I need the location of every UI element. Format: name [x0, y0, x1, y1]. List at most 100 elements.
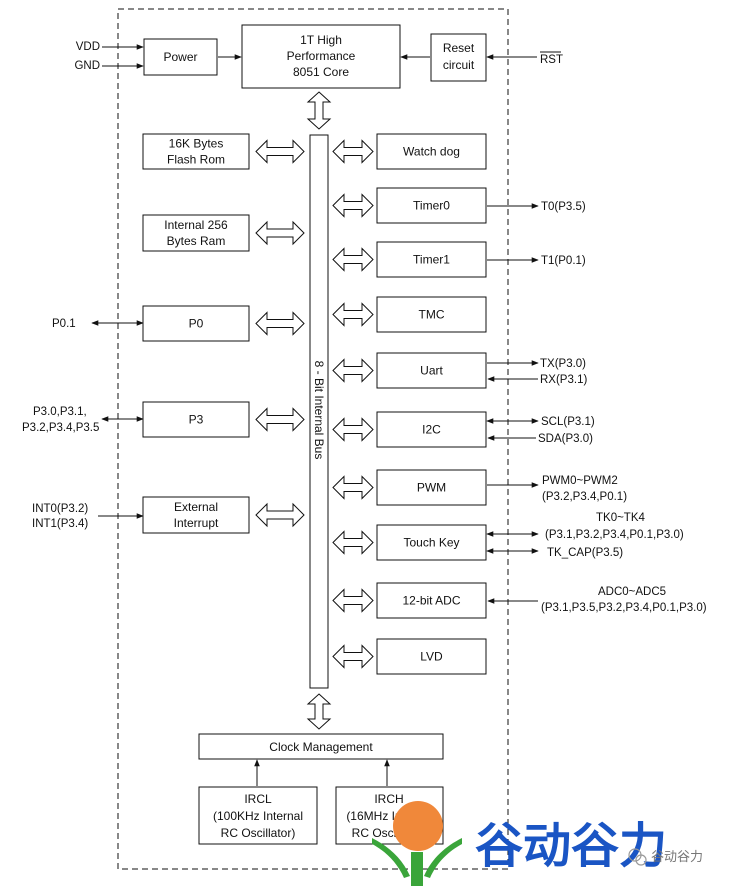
p0-label-1: P0 — [189, 317, 204, 331]
timer1-block: Timer1 — [376, 241, 487, 278]
rst-label: RST — [540, 54, 563, 66]
uart-label: Uart — [420, 364, 443, 378]
adc-block: 12-bit ADC — [376, 582, 487, 619]
tmc-bus-connector-icon — [332, 302, 374, 327]
timer1-bus-connector-icon — [332, 247, 374, 272]
ircl-block: IRCL (100KHz Internal RC Oscillator) — [198, 786, 318, 845]
i2c-label: I2C — [422, 423, 441, 437]
timer0-bus-connector-icon — [332, 193, 374, 218]
core-line-2: Performance — [287, 49, 356, 63]
power-label: Power — [163, 50, 197, 64]
flash-label-1: 16K Bytes — [169, 137, 224, 151]
watermark-badge-text: 谷动谷力 — [651, 850, 703, 865]
clock-label: Clock Management — [269, 740, 373, 754]
ram-label-1: Internal 256 — [164, 218, 228, 232]
clock-management-block: Clock Management — [198, 733, 444, 760]
ircl-line-1: IRCL — [244, 792, 272, 806]
pwm-block: PWM — [376, 469, 487, 506]
touchkey-block: Touch Key — [376, 524, 487, 561]
touchkey-ext-label-3: TK_CAP(P3.5) — [547, 547, 623, 559]
int1-label: INT1(P3.4) — [32, 518, 88, 530]
internal-bus — [309, 134, 329, 689]
touchkey-bus-connector-icon — [332, 530, 374, 555]
core-bus-connector-icon — [306, 91, 332, 130]
p3-block: P3 — [142, 401, 250, 438]
logo-leaf-left-icon — [372, 838, 410, 878]
rx-label: RX(P3.1) — [540, 374, 587, 386]
core-line-1: 1T High — [300, 33, 342, 47]
gnd-label: GND — [74, 60, 100, 72]
watchdog-label: Watch dog — [403, 145, 460, 159]
reset-line-1: Reset — [443, 41, 475, 55]
lvd-block: LVD — [376, 638, 487, 675]
core-line-3: 8051 Core — [293, 65, 349, 79]
bus-label: 8 - Bit Internal Bus — [312, 361, 326, 460]
bus-clock-connector-icon — [306, 693, 332, 730]
core-block: 1T High Performance 8051 Core — [241, 24, 401, 89]
p0-ext-label: P0.1 — [52, 318, 76, 330]
int0-label: INT0(P3.2) — [32, 503, 88, 515]
timer1-label: Timer1 — [413, 253, 450, 267]
uart-block: Uart — [376, 352, 487, 389]
pwm-ext-label-1: PWM0~PWM2 — [542, 475, 618, 487]
irch-line-1: IRCH — [374, 792, 403, 806]
tmc-block: TMC — [376, 296, 487, 333]
chip-boundary — [117, 8, 509, 870]
p3-ext-label-2: P3.2,P3.4,P3.5 — [22, 422, 99, 434]
watermark-text: 谷动谷力 — [475, 818, 667, 874]
flash-label-2: Flash Rom — [167, 153, 225, 167]
p3-label-1: P3 — [189, 413, 204, 427]
external-signal-arrows — [91, 203, 539, 786]
adc-ext-label-1: ADC0~ADC5 — [598, 586, 666, 598]
p0-bus-connector-icon — [255, 311, 305, 336]
touchkey-label: Touch Key — [403, 536, 459, 550]
touchkey-ext-label-1: TK0~TK4 — [596, 512, 646, 524]
timer0-label: Timer0 — [413, 199, 450, 213]
extint-label-1: External — [174, 500, 218, 514]
tx-label: TX(P3.0) — [540, 358, 586, 370]
reset-block: Reset circuit — [430, 33, 487, 82]
t1-label: T1(P0.1) — [541, 255, 586, 267]
ircl-line-2: (100KHz Internal — [213, 809, 303, 823]
flash-bus-connector-icon — [255, 139, 305, 164]
watermark-badge: 谷动谷力 — [628, 848, 703, 866]
p3-ext-label-1: P3.0,P3.1, — [33, 406, 87, 418]
adc-bus-connector-icon — [332, 588, 374, 613]
ircl-line-3: RC Oscillator) — [221, 826, 296, 840]
watermark-logo — [372, 801, 462, 886]
pwm-bus-connector-icon — [332, 475, 374, 500]
sda-label: SDA(P3.0) — [538, 433, 593, 445]
i2c-block: I2C — [376, 411, 487, 448]
logo-leaf-right-icon — [424, 838, 462, 878]
reset-line-2: circuit — [443, 58, 475, 72]
ram-bus-connector-icon — [255, 220, 305, 246]
p0-block: P0 — [142, 305, 250, 342]
adc-ext-label-2: (P3.1,P3.5,P3.2,P3.4,P0.1,P3.0) — [541, 602, 707, 614]
pwm-ext-label-2: (P3.2,P3.4,P0.1) — [542, 491, 627, 503]
logo-sun-icon — [393, 801, 443, 851]
adc-label: 12-bit ADC — [402, 594, 460, 608]
watchdog-block: Watch dog — [376, 133, 487, 170]
timer0-block: Timer0 — [376, 187, 487, 224]
tmc-label: TMC — [419, 308, 445, 322]
extint-label-2: Interrupt — [174, 516, 219, 530]
lvd-bus-connector-icon — [332, 644, 374, 669]
power-block: Power — [143, 38, 218, 76]
logo-stem-icon — [411, 852, 423, 886]
watchdog-bus-connector-icon — [332, 139, 374, 164]
scl-label: SCL(P3.1) — [541, 416, 595, 428]
pwm-label: PWM — [417, 481, 446, 495]
ram-label-2: Bytes Ram — [167, 234, 226, 248]
i2c-bus-connector-icon — [332, 417, 374, 442]
vdd-label: VDD — [76, 41, 100, 53]
uart-bus-connector-icon — [332, 358, 374, 383]
p3-bus-connector-icon — [255, 407, 305, 432]
lvd-label: LVD — [420, 650, 443, 664]
t0-label: T0(P3.5) — [541, 201, 586, 213]
bus-vertical-connectors — [306, 91, 332, 730]
